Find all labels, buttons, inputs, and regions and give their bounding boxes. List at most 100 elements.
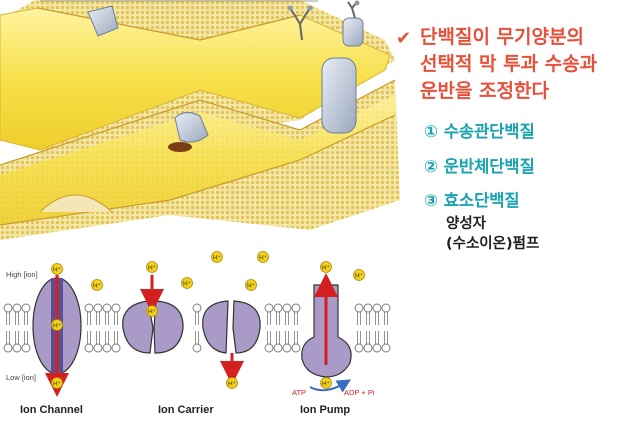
checkmark-icon: ✔ [396, 28, 411, 49]
lipid-head [355, 344, 363, 352]
ion-carrier-right [203, 301, 260, 373]
proton-ion-icon: H⁺ [321, 262, 332, 273]
lipid-head [292, 344, 300, 352]
lipid-head [103, 344, 111, 352]
lipid-tail [196, 331, 199, 344]
proton-ion-text: H⁺ [322, 265, 331, 272]
proton-ion-icon: H⁺ [212, 252, 223, 263]
low-ion-label: Low [ion] [6, 373, 36, 382]
proton-ion-icon: H⁺ [182, 278, 193, 289]
lipid-tail [277, 331, 280, 344]
lipid-tail [358, 331, 361, 344]
lipid-tail [277, 312, 280, 325]
lipid-head [4, 304, 12, 312]
ion-pump-label: Ion Pump [300, 404, 350, 416]
lipid-head [382, 344, 390, 352]
lipid-head [22, 344, 30, 352]
item-channel-protein: ① 수송관단백질 [424, 118, 535, 142]
lipid-head [85, 344, 93, 352]
lipid-tail [268, 312, 271, 325]
atp-label: ATP [292, 388, 306, 397]
membrane-illustration [0, 0, 400, 245]
lipid-tail [88, 312, 91, 325]
proton-ion-icon: H⁺ [147, 262, 158, 273]
lipid-tail [295, 331, 298, 344]
lipid-head [373, 344, 381, 352]
lipid-tail [115, 312, 118, 325]
lipid-tail [286, 331, 289, 344]
lipid-tail [115, 331, 118, 344]
proton-ion-text: H⁺ [228, 381, 237, 388]
proton-ion-text: H⁺ [355, 273, 364, 280]
proton-ion-icon: H⁺ [92, 280, 103, 291]
proton-ion-text: H⁺ [53, 381, 62, 388]
lipid-head [274, 304, 282, 312]
lipid-tail [25, 331, 28, 344]
high-ion-label: High [ion] [6, 270, 38, 279]
lipid-tail [25, 312, 28, 325]
lipid-tail [16, 312, 19, 325]
adp-label: ADP + Pi [344, 388, 375, 397]
proton-ion-icon: H⁺ [321, 378, 332, 389]
lipid-tail [97, 331, 100, 344]
lipid-head [265, 304, 273, 312]
lipid-head [193, 344, 201, 352]
lipid-tail [286, 312, 289, 325]
lipid-head [373, 304, 381, 312]
lipid-head [94, 344, 102, 352]
lipid-head [382, 304, 390, 312]
proton-ion-icon: H⁺ [52, 320, 63, 331]
lipid-head [193, 304, 201, 312]
lipid-tail [367, 331, 370, 344]
statement-line: 운반을 조정한다 [420, 78, 635, 105]
lipid-tail [385, 312, 388, 325]
proton-ion-icon: H⁺ [52, 264, 63, 275]
lipid-tail [367, 312, 370, 325]
proton-ion-text: H⁺ [213, 255, 222, 262]
lipid-tail [106, 312, 109, 325]
lipid-tail [106, 331, 109, 344]
lipid-head [112, 304, 120, 312]
lipid-head [355, 304, 363, 312]
sub-item-proton: 양성자 [446, 212, 486, 233]
proton-ion-icon: H⁺ [52, 378, 63, 389]
lipid-tail [385, 331, 388, 344]
lipid-tail [358, 312, 361, 325]
sub-item-pump: (수소이온)펌프 [446, 232, 539, 253]
lipid-tail [7, 312, 10, 325]
lipid-tail [376, 331, 379, 344]
lipid-tail [376, 312, 379, 325]
item-carrier-protein: ② 운반체단백질 [424, 153, 535, 177]
ion-pump [302, 285, 351, 390]
lipid-head [364, 344, 372, 352]
lipid-head [94, 304, 102, 312]
item-enzyme-protein: ③ 효소단백질 [424, 187, 520, 211]
lipid-tail [295, 312, 298, 325]
lipid-tail [97, 312, 100, 325]
proton-ion-icon: H⁺ [246, 280, 257, 291]
ion-channel-label: Ion Channel [20, 404, 83, 416]
statement-line: 단백질이 무기양분의 [420, 24, 635, 51]
proton-ion-text: H⁺ [93, 283, 102, 290]
lipid-head [13, 344, 21, 352]
ion-carrier-label: Ion Carrier [158, 404, 214, 416]
proton-ion-icon: H⁺ [147, 306, 158, 317]
lipid-tail [196, 312, 199, 325]
lipid-head [13, 304, 21, 312]
proton-ion-text: H⁺ [247, 283, 256, 290]
main-statement: 단백질이 무기양분의 선택적 막 투과 수송과 운반을 조정한다 [420, 24, 635, 105]
lipid-tail [268, 331, 271, 344]
lipid-head [112, 344, 120, 352]
lipid-tail [88, 331, 91, 344]
lipid-head [364, 304, 372, 312]
lipid-head [274, 344, 282, 352]
lipid-head [22, 304, 30, 312]
lipid-head [85, 304, 93, 312]
lipid-head [292, 304, 300, 312]
proton-ion-text: H⁺ [322, 381, 331, 388]
proton-ion-text: H⁺ [148, 265, 157, 272]
lipid-head [4, 344, 12, 352]
statement-line: 선택적 막 투과 수송과 [420, 51, 635, 78]
proton-ion-icon: H⁺ [354, 270, 365, 281]
